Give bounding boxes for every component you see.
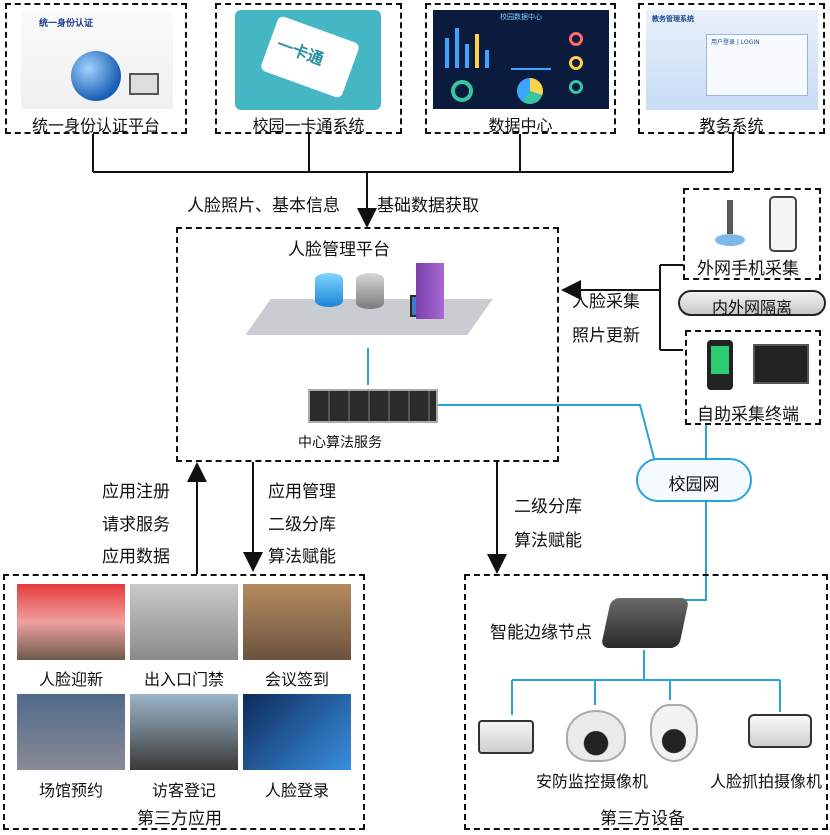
- central-algorithm-label: 中心算法服务: [298, 435, 382, 451]
- dashboard-chart: [511, 40, 551, 70]
- app-image-venue-booking: [17, 694, 125, 770]
- dashboard-ring: [569, 32, 583, 46]
- dashboard-bar: [445, 38, 449, 68]
- campus-card-label: 校园一卡通系统: [252, 116, 365, 135]
- antenna-tower-icon: [713, 200, 747, 250]
- face-capture-camera-label: 人脸抓拍摄像机: [710, 772, 823, 791]
- face-capture-camera-icon: [748, 714, 812, 748]
- third-party-apps-box: 人脸迎新 出入口门禁 会议签到 场馆预约 访客登记 人脸登录 第三方应用: [3, 574, 365, 830]
- face-platform-box: 人脸管理平台 中心算法服务: [176, 227, 559, 462]
- academic-screenshot: 教务管理系统 用户登录 | LOGIN: [646, 10, 818, 110]
- campus-card-screenshot: 一卡通: [235, 10, 381, 110]
- database-icon: [356, 273, 384, 309]
- data-center-screen-title: 校园数据中心: [500, 13, 542, 21]
- flow-label-device-algorithm: 算法赋能: [514, 531, 582, 551]
- academic-label: 教务系统: [699, 116, 764, 135]
- flow-label-request-service: 请求服务: [102, 515, 170, 535]
- mobile-collection-label: 外网手机采集: [697, 259, 799, 279]
- dashboard-bar: [465, 44, 469, 68]
- flow-label-face-collect: 人脸采集: [572, 292, 640, 312]
- flow-label-algorithm: 算法赋能: [268, 547, 336, 567]
- flow-label-basic-data: 基础数据获取: [377, 196, 479, 216]
- self-service-terminal-label: 自助采集终端: [697, 405, 799, 425]
- dashboard-bar: [455, 28, 459, 68]
- third-party-devices-box: 智能边缘节点 安防监控摄像机 人脸抓拍摄像机 第三方设备: [464, 574, 828, 830]
- campus-network-label: 校园网: [668, 475, 720, 495]
- network-isolation-pipe: 内外网隔离: [678, 290, 826, 317]
- campus-card-box: 一卡通 校园一卡通系统: [215, 3, 402, 135]
- network-isolation-label: 内外网隔离: [711, 298, 792, 317]
- server-tower-icon: [416, 263, 444, 319]
- flow-label-photo-update: 照片更新: [572, 326, 640, 346]
- ptz-camera-icon: [650, 704, 698, 762]
- globe-icon: [71, 51, 121, 101]
- flow-label-app-manage: 应用管理: [268, 482, 336, 502]
- third-party-devices-title: 第三方设备: [600, 809, 685, 829]
- card-tag-icon: 一卡通: [259, 15, 361, 99]
- academic-box: 教务管理系统 用户登录 | LOGIN 教务系统: [638, 3, 825, 135]
- box-camera-icon: [478, 720, 534, 754]
- app-label-face-welcome: 人脸迎新: [38, 670, 103, 689]
- terminal-screen-icon: [753, 344, 809, 384]
- flow-label-app-register: 应用注册: [102, 482, 170, 502]
- dashboard-pie: [517, 78, 543, 104]
- mobile-phone-icon: [769, 196, 797, 252]
- login-panel-title: 用户登录 | LOGIN: [711, 39, 760, 46]
- dashboard-ring: [569, 80, 583, 94]
- app-image-meeting-checkin: [243, 584, 351, 660]
- flow-label-app-data: 应用数据: [102, 547, 170, 567]
- terminal-kiosk-icon: [707, 340, 733, 390]
- data-center-screenshot: 校园数据中心: [433, 10, 609, 109]
- face-platform-title: 人脸管理平台: [288, 240, 390, 260]
- edge-node-label: 智能边缘节点: [490, 623, 592, 643]
- campus-network-cloud: 校园网: [636, 458, 752, 502]
- login-panel: 用户登录 | LOGIN: [706, 34, 808, 96]
- dashboard-ring: [569, 56, 583, 70]
- mobile-collection-box: 外网手机采集: [683, 188, 821, 280]
- academic-screen-title: 教务管理系统: [652, 15, 694, 23]
- flow-label-sub-library: 二级分库: [268, 515, 336, 535]
- app-label-venue-booking: 场馆预约: [38, 781, 103, 800]
- app-image-visitor-register: [130, 694, 238, 770]
- app-label-face-login: 人脸登录: [264, 781, 329, 800]
- dashboard-donut: [451, 80, 473, 102]
- edge-node-icon: [600, 598, 690, 648]
- app-image-access-gate: [130, 584, 238, 660]
- laptop-icon: [129, 73, 159, 95]
- third-party-apps-title: 第三方应用: [137, 809, 222, 829]
- flow-label-device-sub-library: 二级分库: [514, 497, 582, 517]
- self-service-terminal-box: 自助采集终端: [685, 330, 821, 425]
- app-label-access-gate: 出入口门禁: [143, 670, 224, 689]
- app-label-visitor-register: 访客登记: [151, 781, 216, 800]
- dashboard-bar: [475, 34, 479, 68]
- identity-auth-screenshot: 统一身份认证: [21, 11, 173, 109]
- rack-server-icon: [308, 389, 438, 423]
- identity-auth-box: 统一身份认证 统一身份认证平台: [5, 3, 187, 135]
- database-icon: [315, 273, 343, 307]
- flow-label-face-photo: 人脸照片、基本信息: [187, 196, 340, 216]
- data-center-box: 校园数据中心 数据中心: [425, 3, 616, 135]
- identity-auth-label: 统一身份认证平台: [31, 116, 160, 135]
- data-center-label: 数据中心: [488, 116, 553, 135]
- app-label-meeting-checkin: 会议签到: [264, 670, 329, 689]
- dome-camera-icon: [566, 710, 626, 762]
- app-image-face-login: [243, 694, 351, 770]
- dashboard-bar: [485, 50, 489, 68]
- card-tag-text: 一卡通: [274, 34, 326, 69]
- identity-auth-screen-title: 统一身份认证: [39, 19, 94, 29]
- security-camera-label: 安防监控摄像机: [536, 772, 649, 791]
- app-image-face-welcome: [17, 584, 125, 660]
